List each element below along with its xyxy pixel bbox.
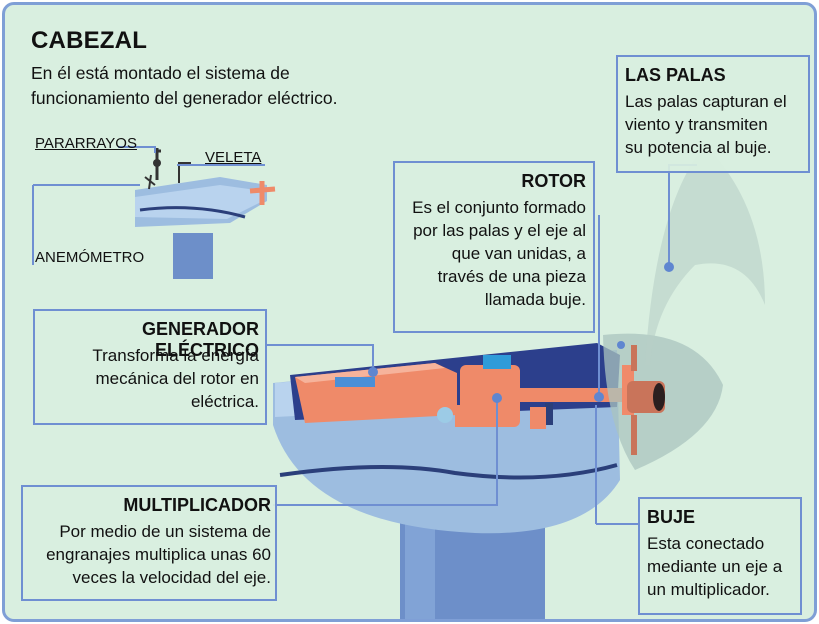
rotor-line-2: por las palas y el eje al — [413, 221, 586, 240]
palas-line-1: Las palas capturan el — [625, 92, 787, 111]
leader-dots — [368, 262, 674, 403]
generator-slot — [335, 377, 375, 387]
buje-line-2: mediante un eje a — [647, 557, 783, 576]
multiplicador-box: MULTIPLICADOR Por medio de un sistema de… — [21, 485, 277, 601]
multiplicador-title: MULTIPLICADOR — [123, 495, 271, 515]
buje-line-1: Esta conectado — [647, 534, 765, 553]
multiplicador-line-1: Por medio de un sistema de — [59, 522, 271, 541]
palas-title: LAS PALAS — [625, 65, 726, 85]
housing-stripe — [279, 463, 618, 480]
rotor-title: ROTOR — [521, 171, 586, 191]
mini-anemometro — [144, 174, 156, 190]
label-veleta: VELETA — [205, 149, 262, 166]
cabezal-title: CABEZAL — [31, 27, 148, 54]
mini-rotor — [249, 181, 276, 205]
generador-title: GENERADOR ELÉCTRICO — [141, 319, 259, 360]
rotor-line-4: través de una pieza — [437, 267, 586, 286]
blade-upper — [645, 145, 765, 365]
mini-veleta — [178, 162, 191, 183]
turbine-illustration — [32, 145, 765, 619]
multiplicador-line-2: engranajes multiplica unas 60 — [46, 545, 271, 564]
rotor-line-3: que van unidas, a — [451, 244, 586, 263]
palas-line-2: viento y transmiten — [625, 115, 768, 134]
multiplicador-line-3: veces la velocidad del eje. — [72, 568, 271, 587]
label-pararrayos: PARARRAYOS — [35, 135, 137, 152]
buje-line-3: un multiplicador. — [647, 580, 770, 599]
buje-box: BUJE Esta conectado mediante un eje a un… — [638, 497, 802, 615]
buje-title: BUJE — [647, 507, 696, 527]
palas-line-3: su potencia al buje. — [625, 138, 772, 157]
mini-tower — [173, 233, 213, 279]
label-anemometro: ANEMÓMETRO — [35, 249, 145, 266]
generador-line-2: mecánica del rotor en — [95, 369, 259, 388]
cabezal-text-line-2: funcionamiento del generador eléctrico. — [31, 88, 338, 108]
rotor-box: ROTOR Es el conjunto formado por las pal… — [393, 161, 595, 333]
generador-box: GENERADOR ELÉCTRICO Transforma la energí… — [33, 309, 267, 425]
rotor-line-1: Es el conjunto formado — [412, 198, 586, 217]
generador-line-1: Transforma la energía — [92, 346, 259, 365]
rotor-line-5: llamada buje. — [484, 290, 586, 309]
generador-line-3: eléctrica. — [190, 392, 259, 411]
palas-box: LAS PALAS Las palas capturan el viento y… — [616, 55, 810, 173]
cabezal-text-line-1: En él está montado el sistema de — [31, 63, 290, 83]
